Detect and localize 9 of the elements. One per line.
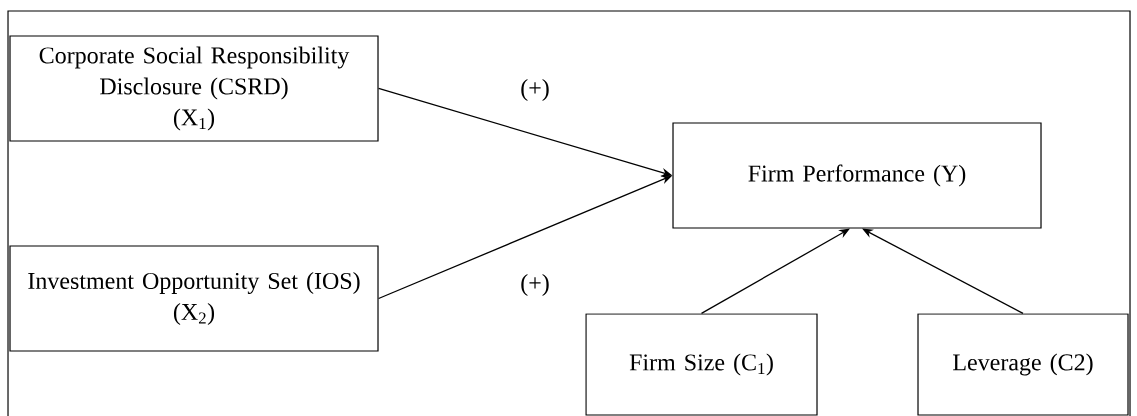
variable-box: Leverage (C2) bbox=[917, 313, 1129, 416]
variable-box: Firm Size (C$_{1}$) bbox=[585, 313, 818, 416]
variable-box: Firm Performance (Y) bbox=[672, 122, 1042, 229]
arrow bbox=[862, 228, 1024, 315]
variable-box: Investment Opportunity Set (IOS) (X$_{2}$) bbox=[9, 245, 379, 352]
sign-label: (+) bbox=[521, 79, 549, 101]
arrow bbox=[700, 228, 850, 315]
variable-box: Corporate Social Responsibility Disclosure (CSRD) (X$_{1}$) bbox=[9, 35, 379, 142]
sign-label: (+) bbox=[521, 274, 549, 296]
